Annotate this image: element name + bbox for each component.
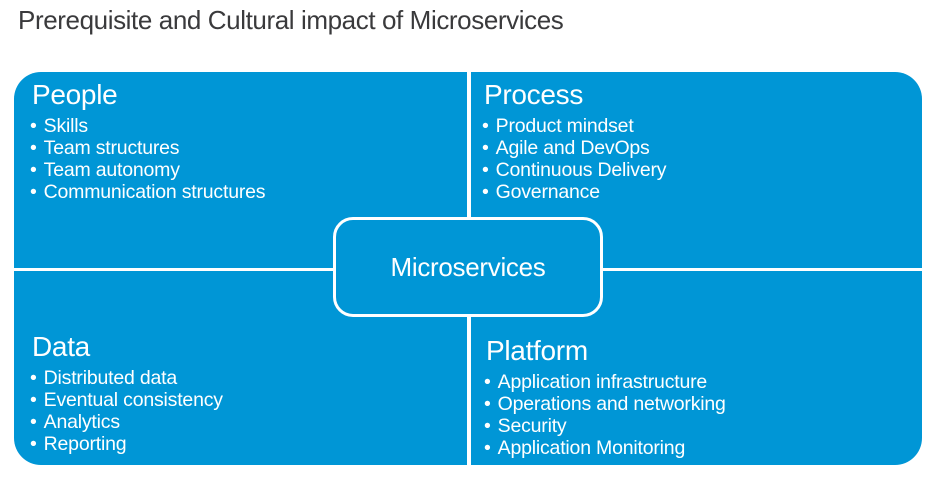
quadrant-process-title: Process: [484, 79, 584, 110]
list-item-label: Distributed data: [43, 367, 178, 389]
list-item: • Application infrastructure: [484, 371, 914, 393]
microservices-center-box: Microservices: [333, 217, 603, 317]
list-item: • Skills: [30, 115, 450, 137]
list-item: • Analytics: [30, 411, 450, 433]
quadrant-platform-title: Platform: [486, 335, 588, 366]
list-item: • Team autonomy: [30, 159, 450, 181]
quadrant-people-list: •Skills •Team structures •Team autonomy …: [30, 115, 450, 203]
bullet-icon: •: [30, 115, 37, 137]
bullet-icon: •: [484, 437, 491, 459]
list-item-label: Reporting: [43, 433, 127, 455]
list-item-label: Application infrastructure: [497, 371, 708, 393]
list-item-label: Communication structures: [43, 181, 266, 203]
list-item-label: Governance: [495, 181, 600, 203]
list-item: • Product mindset: [482, 115, 912, 137]
list-item-label: Continuous Delivery: [495, 159, 667, 181]
bullet-icon: •: [30, 137, 37, 159]
list-item-label: Eventual consistency: [43, 389, 223, 411]
list-item-label: Skills: [43, 115, 89, 137]
list-item: • Reporting: [30, 433, 450, 455]
list-item-label: Team autonomy: [43, 159, 180, 181]
quadrant-people-title: People: [32, 79, 118, 110]
quadrant-people: People • Skills • Team structures • Team au…: [30, 78, 450, 203]
list-item-label: Analytics: [43, 411, 120, 433]
bullet-icon: •: [30, 159, 37, 181]
quadrant-data: Data • Distributed data • Eventual consist…: [30, 330, 450, 455]
page-title: Prerequisite and Cultural impact of Micr…: [18, 5, 564, 35]
list-item-label: Product mindset: [495, 115, 634, 137]
quadrant-board: People • Skills • Team structures • Team au…: [14, 72, 922, 465]
list-item: • Operations and networking: [484, 393, 914, 415]
bullet-icon: •: [482, 159, 489, 181]
bullet-icon: •: [30, 367, 37, 389]
bullet-icon: •: [30, 433, 37, 455]
bullet-icon: •: [30, 411, 37, 433]
list-item: • Agile and DevOps: [482, 137, 912, 159]
quadrant-data-title: Data: [32, 331, 90, 362]
quadrant-data-list: •Distributed data •Eventual consistency …: [30, 367, 450, 455]
bullet-icon: •: [484, 393, 491, 415]
list-item: • Continuous Delivery: [482, 159, 912, 181]
list-item-label: Security: [497, 415, 567, 437]
list-item-label: Operations and networking: [497, 393, 726, 415]
list-item-label: Team structures: [43, 137, 180, 159]
bullet-icon: •: [30, 389, 37, 411]
list-item: • Communication structures: [30, 181, 450, 203]
bullet-icon: •: [484, 371, 491, 393]
list-item-label: Application Monitoring: [497, 437, 686, 459]
quadrant-process-list: • Product mindset • Agile and DevOps • Cont…: [482, 115, 912, 203]
list-item-label: Agile and DevOps: [495, 137, 650, 159]
quadrant-process: Process • Product mindset • Agile and DevO…: [482, 78, 912, 203]
quadrant-platform-list: • Application infrastructure • Operations …: [484, 371, 914, 459]
list-item: • Security: [484, 415, 914, 437]
list-item: • Governance: [482, 181, 912, 203]
bullet-icon: •: [30, 181, 37, 203]
bullet-icon: •: [482, 115, 489, 137]
list-item: • Team structures: [30, 137, 450, 159]
bullet-icon: •: [484, 415, 491, 437]
list-item: • Eventual consistency: [30, 389, 450, 411]
quadrant-platform: Platform • Application infrastructure • Op…: [484, 334, 914, 459]
bullet-icon: •: [482, 181, 489, 203]
bullet-icon: •: [482, 137, 489, 159]
list-item: • Application Monitoring: [484, 437, 914, 459]
list-item: • Distributed data: [30, 367, 450, 389]
center-box-label: Microservices: [390, 251, 546, 282]
